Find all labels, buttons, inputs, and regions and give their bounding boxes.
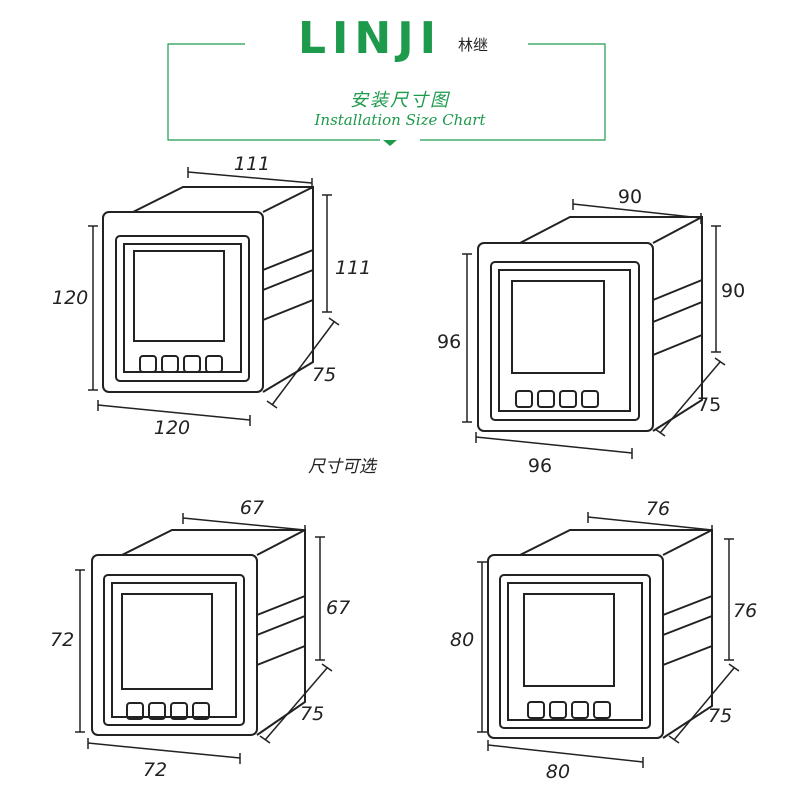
size-options-label: 尺寸可选 (308, 457, 376, 477)
front-height-label: 72 (50, 629, 74, 651)
chart-title-en: Installation Size Chart (314, 111, 486, 129)
front-width-label: 72 (143, 759, 167, 781)
depth-label: 75 (300, 703, 324, 725)
front-height-label: 80 (450, 629, 474, 651)
depth-label: 75 (697, 394, 721, 416)
side-height-label: 67 (326, 597, 350, 619)
top-width-label: 76 (646, 498, 670, 520)
depth-label: 75 (708, 705, 732, 727)
front-width-label: 96 (528, 455, 552, 477)
side-height-label: 76 (733, 600, 757, 622)
brand-name-cn: 林继 (458, 36, 489, 54)
brand-logo: LINJI (298, 13, 442, 64)
header: LINJI 林继 安装尺寸图 Installation Size Chart (0, 0, 800, 150)
chart-title-cn: 安装尺寸图 (350, 90, 450, 111)
depth-label: 75 (312, 364, 336, 386)
header-frame (167, 43, 606, 146)
down-arrow-icon (383, 140, 397, 146)
front-width-label: 120 (154, 417, 190, 439)
top-width-label: 90 (618, 186, 642, 208)
top-width-label: 67 (240, 497, 264, 519)
front-height-label: 96 (437, 331, 461, 353)
front-width-label: 80 (546, 761, 570, 783)
top-width-label: 111 (234, 153, 270, 175)
front-height-label: 120 (52, 287, 88, 309)
side-height-label: 90 (721, 280, 745, 302)
side-height-label: 111 (335, 257, 371, 279)
